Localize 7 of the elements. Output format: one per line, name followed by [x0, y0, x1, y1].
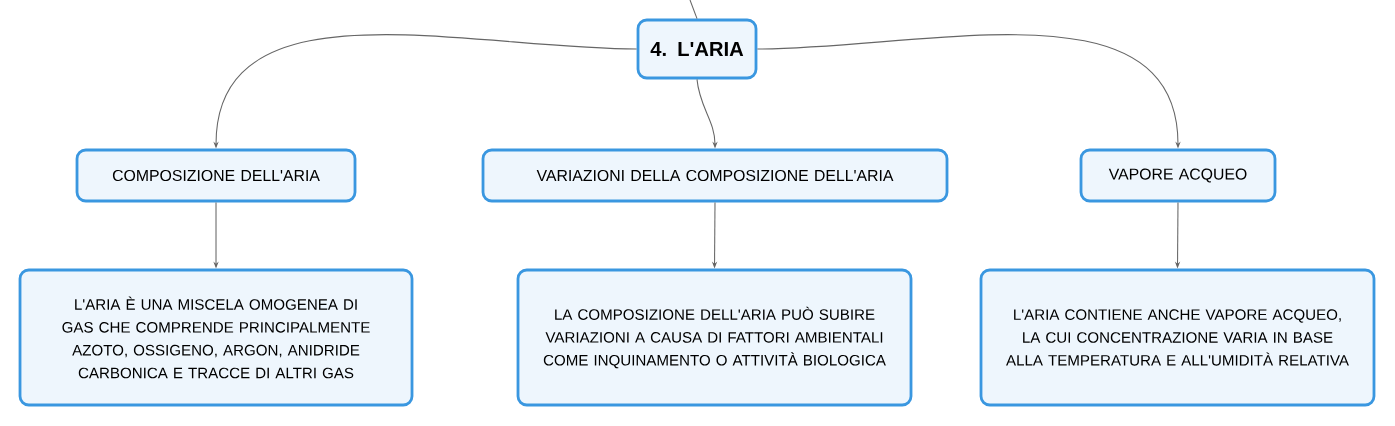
topic-box: VAPORE ACQUEO	[1079, 148, 1277, 203]
topic-box: COMPOSIZIONE DELL'ARIA	[75, 148, 357, 203]
description-box: LA COMPOSIZIONE DELL'ARIA PUÒ SUBIRE VARIAZIONI A CAUSA DI FATTORI AMBIENTALI COME INQUINAMENTO O ATTIVITÀ BIOLOGICA	[516, 268, 913, 407]
description-box: L'ARIA È UNA MISCELA OMOGENEA DI GAS CHE COMPRENDE PRINCIPALMENTE AZOTO, OSSIGENO, ARGON, ANIDRIDE CARBONICA E TRACCE DI ALTRI GAS	[18, 268, 414, 407]
description-box: L'ARIA CONTIENE ANCHE VAPORE ACQUEO, LA CUI CONCENTRAZIONE VARIA IN BASE ALLA TEMPERATURA E ALL'UMIDITÀ RELATIVA	[979, 268, 1376, 407]
central-topic-box: 4. L'ARIA	[636, 18, 758, 80]
topic-box: VARIAZIONI DELLA COMPOSIZIONE DELL'ARIA	[481, 148, 949, 203]
